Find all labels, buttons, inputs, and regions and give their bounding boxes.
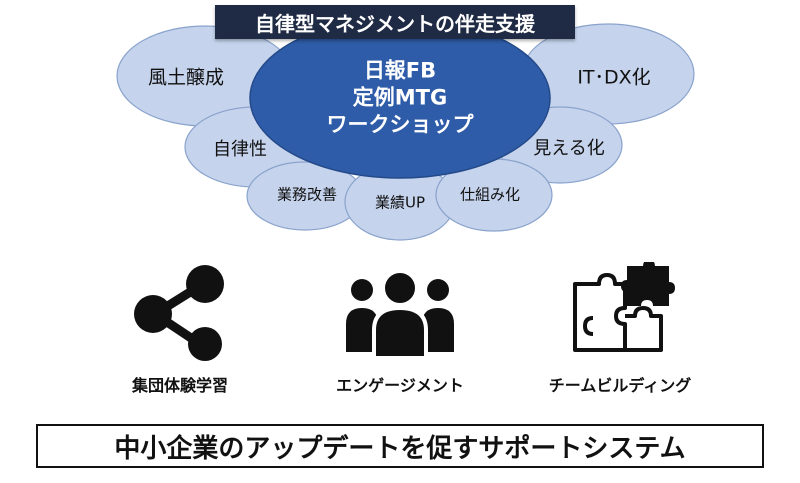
center-line-regular-mtg: 定例MTG bbox=[352, 85, 448, 110]
petal-label-performance: 業績UP bbox=[374, 193, 426, 212]
petal-label-it-dx: IT･DX化 bbox=[577, 66, 651, 89]
center-line-workshop: ワークショップ bbox=[326, 112, 474, 137]
feature-engagement: エンゲージメント bbox=[290, 262, 510, 396]
petal-label-process: 業務改善 bbox=[276, 185, 338, 204]
feature-group-learning: 集団体験学習 bbox=[70, 262, 290, 396]
puzzle-icon bbox=[573, 262, 675, 352]
feature-team-building: チームビルディング bbox=[510, 262, 730, 396]
feature-label-group-learning: 集団体験学習 bbox=[131, 376, 228, 395]
center-line-daily-fb: 日報FB bbox=[363, 58, 437, 83]
management-support-diagram: 自律型マネジメントの伴走支援 日報FB 定例MTG ワークショップ 風土醸成 I… bbox=[116, 5, 695, 241]
share-icon bbox=[134, 265, 224, 361]
diagram-shapes bbox=[116, 17, 695, 241]
petal-label-autonomy: 自律性 bbox=[213, 139, 267, 160]
feature-label-engagement: エンゲージメント bbox=[336, 376, 464, 395]
diagram-header: 自律型マネジメントの伴走支援 bbox=[215, 5, 575, 39]
feature-label-team-building: チームビルディング bbox=[548, 376, 692, 395]
summary-banner: 中小企業のアップデートを促すサポートシステム bbox=[36, 424, 764, 468]
petal-label-culture: 風土醸成 bbox=[147, 66, 225, 89]
petal-label-systemize: 仕組み化 bbox=[459, 185, 521, 204]
center-text: 日報FB 定例MTG ワークショップ bbox=[327, 58, 474, 139]
petal-label-visualize: 見える化 bbox=[533, 138, 605, 159]
people-group-icon bbox=[346, 269, 454, 360]
